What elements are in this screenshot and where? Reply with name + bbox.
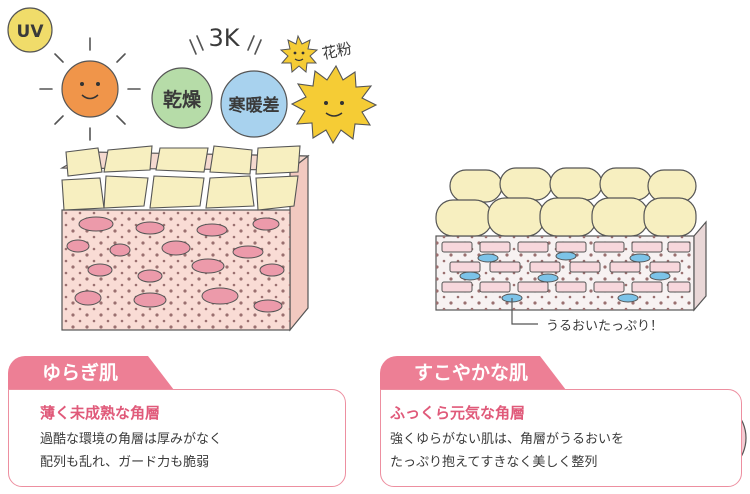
moisture-callout: うるおいたっぷり！	[546, 319, 664, 334]
unstable-skin-block	[59, 145, 310, 332]
healthy-skin-panel	[380, 389, 742, 487]
pollen-label: 花粉	[320, 39, 353, 63]
healthy-skin-title: ふっくら元気な角層	[390, 404, 526, 422]
unstable-cells	[66, 216, 285, 313]
unstable-skin-line-1: 過酷な環境の角層は厚みがなく	[40, 432, 223, 447]
sun-icon	[39, 37, 141, 141]
temperature-difference-icon: 寒暖差	[220, 70, 288, 138]
unstable-skin-description: 過酷な環境の角層は厚みがなく 配列も乱れ、ガード力も脆弱	[40, 428, 222, 474]
healthy-skin-line-1: 強くゆらがない肌は、角層がうるおいを	[390, 432, 625, 447]
healthy-skin-tab: すこやかな肌	[380, 356, 566, 390]
moisture-callout-line	[511, 298, 538, 325]
temperature-difference-label: 寒暖差	[229, 95, 280, 116]
unstable-skin-line-2: 配列も乱れ、ガード力も脆弱	[40, 455, 210, 470]
pollen-large-icon	[290, 64, 378, 145]
healthy-cells	[441, 241, 691, 293]
healthy-skin-line-2: たっぷり抱えてすきなく美しく整列	[390, 455, 598, 470]
healthy-skin-tab-label: すこやかな肌	[414, 362, 529, 384]
healthy-horny-layer	[435, 167, 697, 237]
unstable-skin-tab: ゆらぎ肌	[8, 356, 174, 390]
dryness-label: 乾燥	[163, 88, 202, 111]
unstable-horny-layer	[61, 145, 301, 211]
three-k-mark: 3K	[189, 24, 262, 55]
three-k-label: 3K	[208, 24, 240, 52]
uv-icon: UV	[7, 7, 53, 53]
unstable-skin-tab-label: ゆらぎ肌	[42, 362, 119, 384]
pollen-small-icon	[279, 34, 319, 73]
unstable-skin-title: 薄く未成熟な角層	[40, 404, 161, 422]
dryness-icon: 乾燥	[151, 67, 213, 129]
healthy-skin-block	[435, 167, 707, 325]
healthy-skin-description: 強くゆらがない肌は、角層がうるおいを たっぷり抱えてすきなく美しく整列	[390, 428, 624, 474]
unstable-skin-panel	[8, 389, 346, 487]
uv-label: UV	[17, 22, 45, 42]
